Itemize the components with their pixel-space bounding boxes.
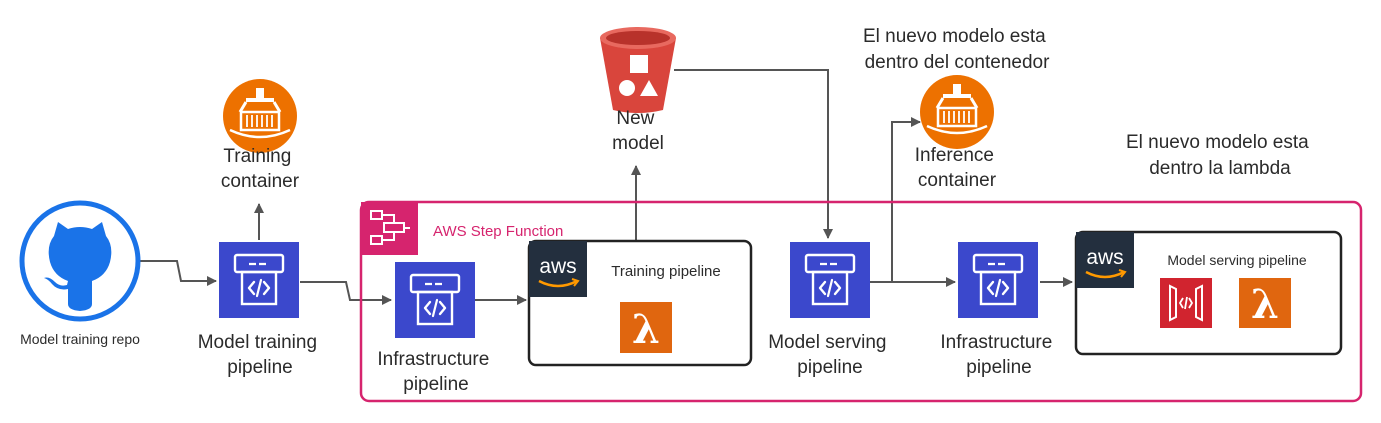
codebuild-icon [958, 242, 1038, 318]
svg-text:aws: aws [1086, 246, 1123, 269]
repo-label: Model training repo [20, 331, 140, 347]
new-model-label: New model [612, 108, 664, 154]
codebuild-icon [219, 242, 299, 318]
infrastructure-pipeline-1-label: Infrastructure pipeline [377, 349, 494, 395]
step-function-group: AWS Step Function [359, 200, 1363, 403]
training-container: Training container [221, 77, 300, 192]
lambda-note: El nuevo modelo esta dentro la lambda [1126, 132, 1314, 179]
container-note: El nuevo modelo esta dentro del contened… [863, 26, 1051, 73]
step-function-label: AWS Step Function [433, 223, 563, 240]
training-pipeline-label: Training pipeline [611, 263, 721, 280]
edge-new-model-to-serving-pipeline [674, 69, 833, 239]
training-pipeline-group: aws Training pipeline [527, 239, 753, 367]
model-serving-pipeline-group: aws Model serving pipeline [1074, 230, 1343, 356]
training-container-label: Training container [221, 146, 300, 192]
codebuild-icon [395, 262, 475, 338]
aws-logo [529, 241, 587, 297]
ecr-icon [918, 73, 996, 151]
inference-container-label: Inference container [915, 145, 1000, 191]
api-gateway-icon [1160, 278, 1212, 328]
model-serving-pipeline-1: Model serving pipeline [768, 242, 892, 378]
new-model: New model [600, 27, 676, 154]
infrastructure-pipeline-2: Infrastructure pipeline [940, 242, 1057, 378]
model-serving-pipeline-2-label: Model serving pipeline [1167, 252, 1307, 268]
s3-bucket-icon [600, 27, 676, 113]
aws-logo [1076, 232, 1134, 288]
codebuild-icon [790, 242, 870, 318]
model-serving-pipeline-1-label: Model serving pipeline [768, 332, 892, 378]
svg-text:aws: aws [539, 255, 576, 278]
ecr-icon [221, 77, 299, 155]
infrastructure-pipeline-1: Infrastructure pipeline [377, 262, 494, 395]
edge-repo-to-training-pipeline [140, 260, 217, 286]
model-training-pipeline-label: Model training pipeline [198, 332, 323, 378]
infrastructure-pipeline-2-label: Infrastructure pipeline [940, 332, 1057, 378]
edge-training-pipeline-to-infra-1 [300, 281, 392, 305]
model-training-pipeline: Model training pipeline [198, 242, 323, 378]
model-training-repo: Model training repo [19, 200, 141, 347]
inference-container: Inference container [915, 73, 1000, 191]
